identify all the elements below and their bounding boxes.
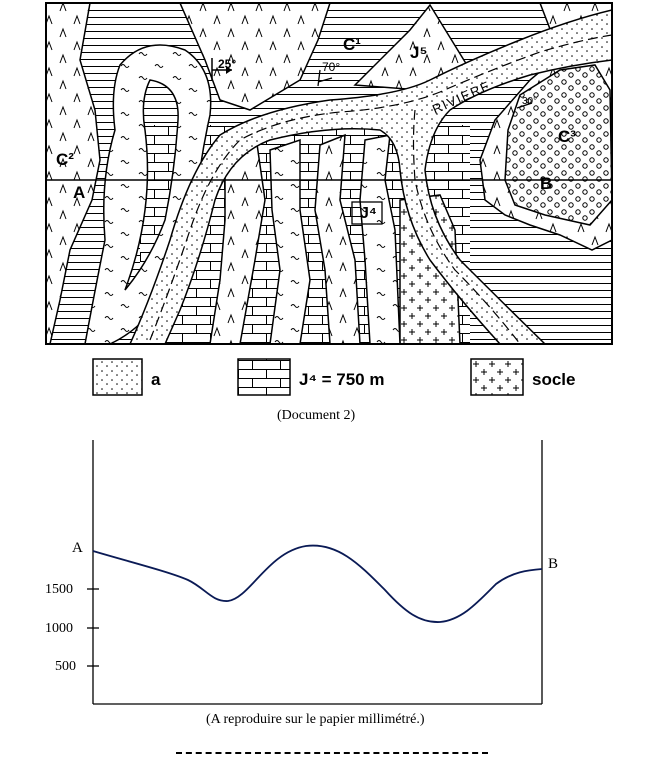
legend-swatch-basement — [470, 358, 524, 396]
label-point-a: A — [73, 183, 85, 202]
map-frame — [45, 2, 613, 345]
tick-label-500: 500 — [55, 659, 76, 674]
document-caption: (Document 2) — [277, 408, 356, 423]
legend-label-basement: socle — [532, 370, 575, 389]
dip-label-30: 30° — [522, 96, 537, 107]
river-channel — [129, 9, 612, 344]
label-j4-bracket — [351, 201, 383, 225]
profile-curve — [92, 544, 543, 623]
label-c2: C² — [56, 150, 74, 169]
dip-symbol-70: 70° — [317, 60, 340, 87]
tick-label-1500: 1500 — [45, 582, 73, 597]
geological-map: C¹ J⁵ C² C³ J⁴ A B RIVIERE 25° 70° 30° — [45, 2, 613, 345]
label-c3: C³ — [558, 127, 576, 146]
label-j5: J⁵ — [410, 43, 427, 62]
wavy-band-center-4 — [359, 134, 401, 344]
topographic-profile: 1500 1000 500 A B — [45, 440, 558, 705]
legend-label-limestone: J⁴ = 750 m — [299, 370, 384, 389]
wavy-band-center-2 — [269, 138, 311, 344]
tick-label-1000: 1000 — [45, 621, 73, 636]
river-branch-line — [412, 109, 521, 344]
profile-caption: (A reproduire sur le papier millimétré.) — [206, 712, 425, 727]
dip-symbol-25: 25° — [211, 57, 236, 80]
profile-point-b: B — [548, 556, 558, 572]
label-j4-map: J⁴ — [360, 205, 377, 222]
wavy-band-center-3 — [314, 133, 361, 344]
separator-dashed-line — [176, 752, 488, 754]
dip-label-25: 25° — [218, 57, 236, 71]
dip-symbol-30: 30° — [516, 96, 537, 109]
wavy-band-center-1 — [209, 129, 266, 344]
dip-label-70: 70° — [322, 60, 340, 74]
label-point-b: B — [540, 174, 552, 193]
river-centre-line — [149, 34, 612, 341]
legend-swatch-alluvium — [92, 358, 143, 396]
layer-c1-top — [179, 3, 331, 111]
layer-c2-left — [46, 3, 101, 344]
map-legend: a J⁴ = 750 m socle — [92, 358, 575, 396]
layer-c3-core — [504, 64, 612, 226]
label-c1: C¹ — [343, 35, 361, 54]
legend-swatch-limestone — [237, 358, 291, 396]
legend-label-alluvium: a — [151, 370, 161, 389]
profile-point-a: A — [72, 540, 83, 556]
